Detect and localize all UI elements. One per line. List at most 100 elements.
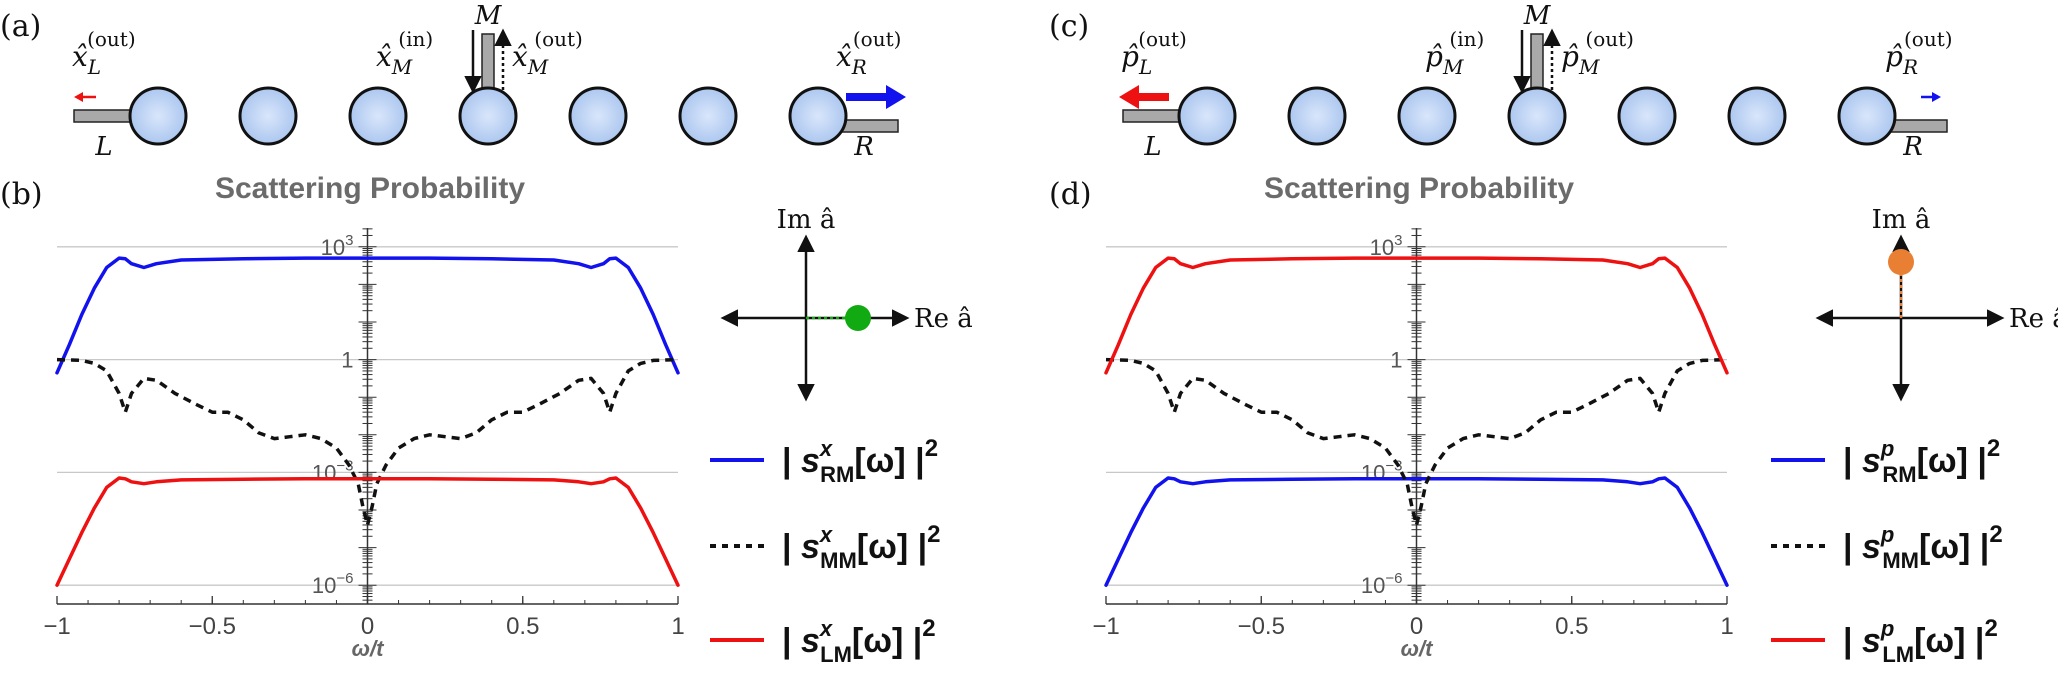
y-tick-label: 103	[321, 232, 354, 260]
legend-s: s	[801, 528, 820, 566]
op-label-m-in: p̂M(in)	[1425, 27, 1484, 79]
port-label-left: L	[94, 132, 112, 162]
x-tick-label: 0	[361, 613, 374, 640]
op-superscript: (in)	[1449, 27, 1484, 51]
phase-label-imag: Im â	[1872, 205, 1931, 235]
legend-s: s	[1862, 528, 1881, 566]
series-line-2	[55, 476, 680, 587]
panel-label-top: (a)	[0, 9, 41, 44]
series-line-1	[1105, 357, 1728, 527]
x-axis-label: ω/t	[352, 636, 385, 661]
legend-tail: [ω] |	[854, 442, 924, 480]
op-label-m-out: p̂M(out)	[1561, 27, 1634, 79]
resonator-3	[1397, 86, 1457, 146]
legend-tail: [ω] |	[1919, 528, 1989, 566]
op-superscript: (in)	[398, 27, 433, 51]
legend-sub: LM	[1882, 642, 1914, 667]
legend-tail: [ω] |	[1914, 622, 1984, 660]
y-tick-base: 1	[1390, 348, 1402, 373]
phase-label-real: Re â	[914, 304, 973, 334]
series-line-0	[1104, 476, 1729, 587]
y-tick-base: 10	[312, 460, 336, 485]
op-subscript: M	[1578, 55, 1600, 79]
legend-tail: [ω] |	[1917, 442, 1987, 480]
panel-label-plot: (b)	[0, 177, 43, 212]
legend-tail: [ω] |	[857, 528, 927, 566]
y-tick-base: 10	[1370, 235, 1394, 260]
phase-label-real: Re â	[2009, 304, 2058, 334]
op-subscript: R	[1902, 55, 1918, 79]
y-tick-exp: −6	[1385, 570, 1402, 587]
legend-bar-open: |	[782, 442, 801, 480]
legend-tail: [ω] |	[852, 622, 922, 660]
op-symbol: p̂	[1561, 40, 1579, 73]
y-tick-base: 10	[1361, 460, 1385, 485]
y-tick-exp: 3	[345, 232, 353, 249]
waveguide-right	[841, 119, 899, 133]
arrow-left-output-head	[74, 92, 83, 102]
legend-sub: MM	[820, 548, 857, 573]
x-tick-label: −0.5	[189, 613, 236, 640]
op-subscript: L	[1138, 55, 1152, 79]
op-subscript: M	[1442, 55, 1464, 79]
legend-bar-open: |	[1843, 622, 1862, 660]
legend-bar-open: |	[782, 528, 801, 566]
legend-sup: x	[819, 616, 833, 641]
op-subscript: M	[391, 55, 413, 79]
x-tick-label: 1	[1720, 613, 1733, 640]
op-label-m-out: x̂M(out)	[512, 27, 583, 79]
chart-title: Scattering Probability	[215, 172, 525, 205]
op-label-m-in: x̂M (in)	[376, 27, 433, 79]
legend-s: s	[1862, 442, 1881, 480]
y-tick-label: 10−3	[1361, 457, 1403, 485]
op-symbol: x̂	[72, 40, 88, 73]
resonator-6	[678, 86, 738, 146]
legend-sup: p	[1880, 436, 1894, 461]
legend-pow: 2	[925, 435, 938, 462]
phase-label-imag: Im â	[777, 205, 836, 235]
op-superscript: (out)	[534, 27, 583, 51]
op-label-right: x̂R(out)	[836, 27, 901, 79]
op-subscript: M	[527, 55, 549, 79]
legend-pow: 2	[1984, 615, 1997, 642]
legend-sub: RM	[1882, 462, 1916, 487]
op-symbol: x̂	[376, 40, 392, 73]
port-label-mid: M	[474, 1, 503, 31]
legend-bar-open: |	[1843, 442, 1862, 480]
port-label-right: R	[1902, 132, 1923, 162]
legend-sup: p	[1880, 616, 1894, 641]
y-tick-base: 10	[1361, 573, 1385, 598]
legend-bar-open: |	[782, 622, 801, 660]
y-tick-exp: −3	[336, 457, 353, 474]
legend-pow: 2	[1987, 435, 2000, 462]
waveguide-middle	[481, 33, 495, 95]
legend-pow: 2	[922, 615, 935, 642]
legend-sup: p	[1880, 522, 1894, 547]
y-tick-exp: −6	[336, 570, 353, 587]
y-tick-label: 10−6	[1361, 570, 1403, 598]
op-superscript: (out)	[1138, 27, 1187, 51]
series-line-1	[56, 357, 679, 527]
panel-right: (c)(d)LMRp̂L(out)p̂M(in)p̂M(out)p̂R(out)…	[1049, 1, 2058, 667]
legend-sup: x	[819, 522, 833, 547]
op-symbol: p̂	[1121, 40, 1139, 73]
legend-pow: 2	[927, 521, 940, 548]
phase-diagram: Im â Re â	[720, 205, 973, 402]
x-tick-label: −1	[43, 613, 70, 640]
resonator-6	[1727, 86, 1787, 146]
x-tick-label: −1	[1092, 613, 1119, 640]
resonator-2	[238, 86, 298, 146]
op-label-left: x̂L(out)	[72, 27, 136, 79]
y-tick-label: 103	[1370, 232, 1403, 260]
series-line-0	[55, 256, 680, 375]
